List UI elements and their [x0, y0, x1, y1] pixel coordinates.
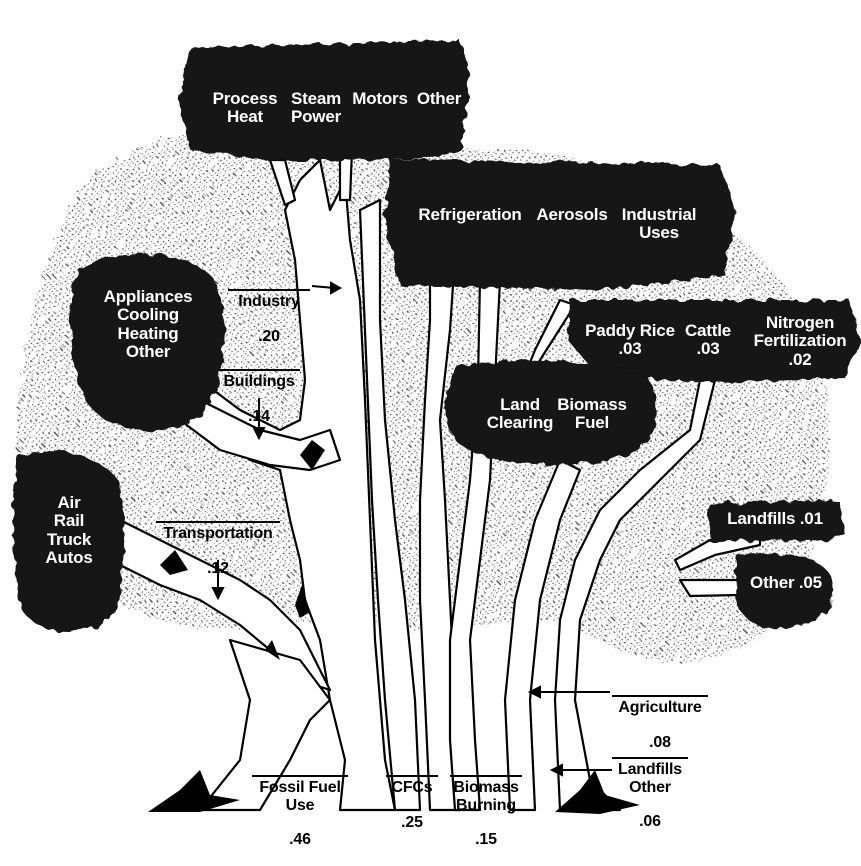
- root-landfills-other-value: .06: [639, 813, 661, 831]
- label-aerosols: Aerosols: [536, 205, 608, 224]
- canopy-buildings: [70, 253, 225, 431]
- label-paddy-rice: Paddy Rice .03: [585, 321, 675, 359]
- label-nitrogen-fertilization: Nitrogen Fertilization .02: [753, 313, 847, 369]
- label-land-clearing: Land Clearing: [486, 395, 554, 433]
- label-biomass-fuel: Biomass Fuel: [557, 395, 627, 433]
- label-industrial-uses: Industrial Uses: [621, 205, 697, 243]
- root-agriculture: Agriculture .08: [612, 678, 708, 768]
- root-fossil-fuel-name: Fossil Fuel Use: [252, 775, 348, 814]
- label-other-industry: Other: [416, 89, 462, 108]
- root-agriculture-value: .08: [649, 733, 671, 751]
- canopy-landfills: [708, 500, 845, 542]
- branch-buildings-name: Buildings: [218, 369, 300, 390]
- canopy-transportation: [12, 451, 125, 632]
- label-motors: Motors: [352, 89, 408, 108]
- ground-tufts: [148, 440, 640, 814]
- tree-illustration: [12, 40, 860, 814]
- canopy-cfc: [385, 160, 735, 290]
- root-biomass-value: .15: [475, 831, 497, 849]
- root-fossil-fuel: Fossil Fuel Use .46: [252, 758, 348, 866]
- label-process-heat: Process Heat: [212, 89, 278, 127]
- canopy-biomass: [445, 360, 657, 466]
- label-buildings-uses: Appliances Cooling Heating Other: [103, 287, 193, 362]
- root-cfcs: CFCs .25: [386, 758, 438, 848]
- branch-industry-name: Industry: [228, 289, 310, 310]
- label-cattle: Cattle .03: [684, 321, 732, 359]
- canopy-other: [735, 553, 834, 628]
- root-cfcs-name: CFCs: [386, 775, 438, 796]
- canopy-agri: [568, 300, 860, 382]
- label-other-leaf: Other .05: [750, 573, 822, 592]
- root-agriculture-name: Agriculture: [612, 695, 708, 716]
- branch-transportation: Transportation .12: [156, 504, 280, 594]
- arrows: [211, 281, 612, 777]
- branch-industry-value: .20: [258, 327, 280, 345]
- greenhouse-gas-tree-diagram: Process Heat Steam Power Motors Other Re…: [12, 40, 860, 848]
- branch-buildings-value: .14: [248, 407, 270, 425]
- root-landfills-other: Landfills Other .06: [612, 740, 688, 848]
- branch-transportation-value: .12: [207, 559, 229, 577]
- label-steam-power: Steam Power: [290, 89, 342, 127]
- branch-industry: Industry .20: [228, 272, 310, 362]
- root-fossil-fuel-value: .46: [289, 831, 311, 849]
- label-landfills-leaf: Landfills .01: [727, 509, 823, 528]
- canopies: [12, 40, 860, 632]
- branch-transportation-name: Transportation: [156, 521, 280, 542]
- root-landfills-other-name: Landfills Other: [612, 757, 688, 796]
- branch-buildings: Buildings .14: [218, 352, 300, 442]
- canopy-industry: [178, 40, 470, 160]
- root-cfcs-value: .25: [401, 813, 423, 831]
- label-transport-uses: Air Rail Truck Autos: [45, 493, 93, 568]
- root-biomass-name: Biomass Burning: [450, 775, 522, 814]
- label-refrigeration: Refrigeration: [418, 205, 522, 224]
- root-biomass: Biomass Burning .15: [450, 758, 522, 866]
